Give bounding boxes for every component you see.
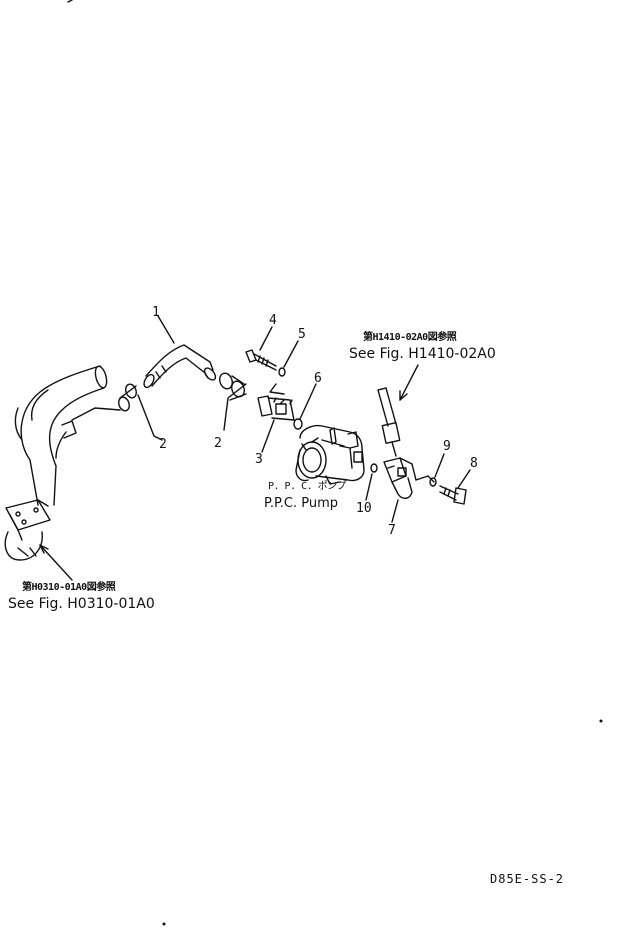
leader-part1	[158, 316, 174, 343]
scan-dot	[600, 720, 602, 722]
part-number-7: 7	[388, 523, 396, 538]
leader-4-5	[270, 384, 284, 394]
part-number-9: 9	[443, 439, 451, 454]
bolt-8	[440, 486, 466, 504]
washer-9	[430, 478, 436, 486]
ref-left-jp: 第H0310-01A0図参照	[22, 582, 116, 593]
bolt-4	[246, 350, 276, 370]
pump-label-en: P.P.C. Pump	[264, 496, 339, 511]
leader-top-ref	[400, 365, 418, 400]
clamp-right	[218, 371, 247, 400]
part-number-2-right: 2	[214, 436, 222, 451]
leader-arrowhead-top	[400, 391, 407, 400]
leader-part7	[392, 500, 398, 522]
leader-arrowhead-left	[40, 545, 48, 553]
clamp-left	[117, 383, 138, 413]
leader-part2a	[72, 395, 162, 440]
intake-pipe	[15, 365, 108, 505]
part-number-8: 8	[470, 456, 478, 471]
leader-part3	[262, 420, 274, 452]
part-number-10: 10	[356, 501, 372, 516]
scan-dot	[163, 923, 165, 925]
leader-part9	[435, 454, 444, 477]
oring-6	[294, 419, 302, 429]
leader-part8	[458, 470, 470, 488]
ref-top-en: See Fig. H1410-02A0	[349, 346, 496, 362]
leader-7-9	[416, 476, 434, 482]
leader-part10	[366, 474, 372, 500]
leader-part4	[260, 327, 272, 350]
tube	[378, 388, 400, 456]
ref-left-en: See Fig. H0310-01A0	[8, 596, 155, 612]
scan-mark	[68, 0, 72, 2]
hose	[142, 345, 218, 389]
washer-5	[279, 368, 285, 376]
flange-3	[258, 396, 294, 420]
ppc-pump	[296, 426, 364, 484]
leader-part2b	[224, 384, 246, 430]
leader-part5	[284, 341, 298, 367]
part-number-6: 6	[314, 371, 322, 386]
oring-10	[371, 464, 377, 472]
part-number-2-left: 2	[159, 437, 167, 452]
leader-part6	[300, 384, 316, 419]
drawing-code: D85E-SS-2	[490, 872, 565, 886]
ref-top-jp: 第H1410-02A0図参照	[363, 332, 457, 343]
elbow-7	[384, 458, 416, 498]
part-number-5: 5	[298, 327, 306, 342]
part-number-4: 4	[269, 313, 277, 328]
part-number-3: 3	[255, 452, 263, 467]
pump-label-jp: P. P. C. ポンプ	[268, 481, 346, 492]
leader-left-ref	[40, 545, 72, 580]
part-number-1: 1	[152, 305, 160, 320]
